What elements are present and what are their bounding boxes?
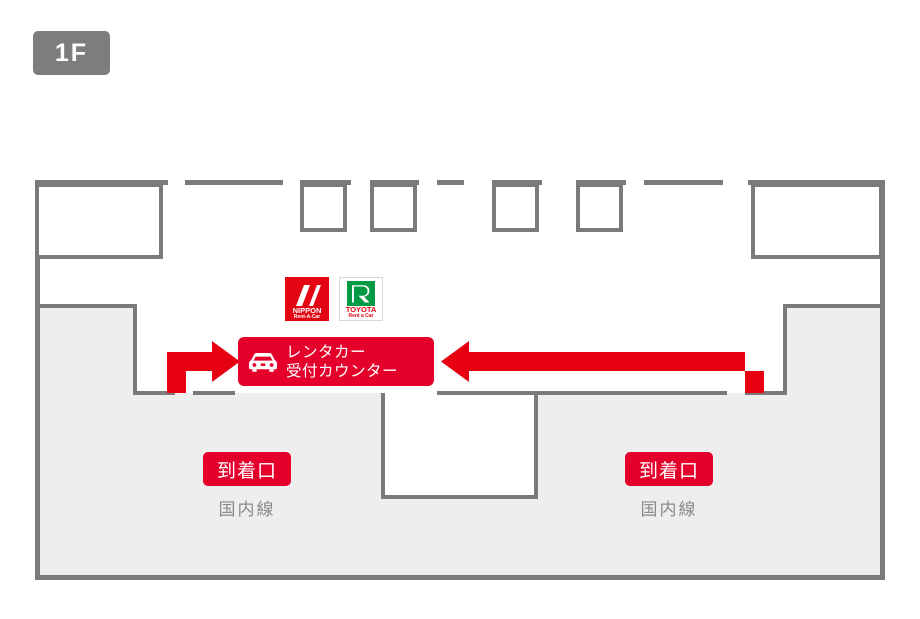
toyota-rent-a-car-logo: TOYOTA Rent a Car [339, 277, 383, 321]
toyota-logo-caption: TOYOTA Rent a Car [340, 304, 382, 320]
rental-brand-logos: NIPPON Rent-A-Car TOYOTA Rent a Car [285, 277, 383, 321]
room-mid-1 [300, 183, 347, 232]
counter-sign-text: レンタカー 受付カウンター [286, 343, 398, 381]
interior-walls [37, 304, 883, 499]
car-icon [248, 350, 278, 374]
toyota-r-mark-icon [347, 281, 375, 306]
counter-sign-line1: レンタカー [286, 343, 367, 361]
arrow-right [441, 341, 764, 393]
arrival-sub-left: 国内線 [218, 500, 276, 519]
room-left-large [35, 183, 163, 259]
arrival-sub-right: 国内線 [640, 500, 698, 519]
nippon-logo-line1: NIPPON [292, 305, 322, 315]
rental-car-counter-sign[interactable]: レンタカー 受付カウンター [238, 337, 434, 386]
toyota-logo-line2: Rent a Car [348, 313, 374, 319]
arrival-gate-left: 到着口 国内線 [203, 452, 291, 520]
room-right-large [751, 183, 883, 259]
toyota-logo-line1: TOYOTA [345, 304, 377, 314]
room-mid-3 [492, 183, 539, 232]
nippon-logo-line2: Rent-A-Car [293, 314, 321, 320]
arrival-badge-right: 到着口 [625, 452, 713, 486]
floor-area [38, 307, 882, 577]
arrow-left [167, 341, 240, 393]
nippon-stripes-icon [296, 285, 321, 306]
top-rooms [35, 183, 883, 259]
arrival-gate-right: 到着口 国内線 [625, 452, 713, 520]
room-mid-4 [576, 183, 623, 232]
floor-level-badge: 1F [33, 31, 110, 75]
nippon-rent-a-car-logo: NIPPON Rent-A-Car [285, 277, 329, 321]
arrival-badge-left: 到着口 [203, 452, 291, 486]
room-mid-2 [370, 183, 417, 232]
counter-sign-line2: 受付カウンター [286, 362, 399, 380]
nippon-logo-caption: NIPPON Rent-A-Car [285, 305, 329, 321]
